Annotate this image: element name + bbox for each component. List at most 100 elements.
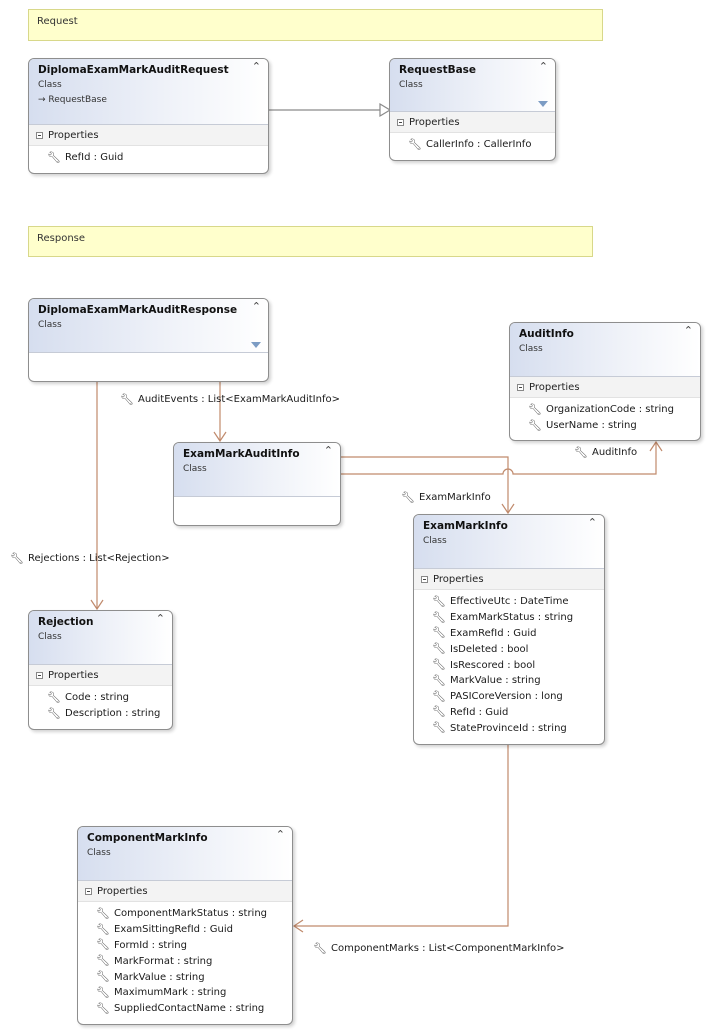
minus-box-icon[interactable] <box>85 887 92 895</box>
note-request[interactable]: Request <box>28 9 603 41</box>
property-row[interactable]: 🔧︎ ComponentMarkStatus : string <box>96 906 292 922</box>
property-text: SuppliedContactName : string <box>114 1003 265 1015</box>
properties-list: 🔧︎ RefId : Guid <box>29 146 268 170</box>
property-row[interactable]: 🔧︎ StateProvinceId : string <box>432 720 604 736</box>
chevron-up-icon[interactable]: ⌃ <box>275 828 285 841</box>
property-row[interactable]: 🔧︎CallerInfo : CallerInfo <box>408 137 555 153</box>
class-kind: Class <box>38 320 62 330</box>
wrench-icon: 🔧︎ <box>432 721 446 735</box>
class-diploma-exam-mark-audit-response[interactable]: DiplomaExamMarkAuditResponse Class ⌃ <box>28 298 269 382</box>
note-response[interactable]: Response <box>28 226 593 257</box>
class-request-base[interactable]: RequestBase Class ⌃ Properties 🔧︎CallerI… <box>389 58 556 161</box>
property-row[interactable]: 🔧︎ FormId : string <box>96 938 292 954</box>
class-header: ComponentMarkInfo Class ⌃ <box>78 827 292 881</box>
base-class: → RequestBase <box>38 95 107 105</box>
filter-icon[interactable] <box>538 101 548 107</box>
properties-list: 🔧︎ Code : string 🔧︎Description : string <box>29 686 172 726</box>
property-row[interactable]: 🔧︎ExamMarkStatus : string <box>432 610 604 626</box>
filter-icon[interactable] <box>251 342 261 348</box>
property-row[interactable]: 🔧︎PASICoreVersion : long <box>432 689 604 705</box>
wrench-icon: 🔧︎ <box>432 610 446 624</box>
component-marks-line <box>294 745 509 927</box>
chevron-up-icon[interactable]: ⌃ <box>683 324 693 337</box>
wrench-icon: 🔧︎ <box>47 690 61 704</box>
class-exam-mark-audit-info[interactable]: ExamMarkAuditInfo Class ⌃ <box>173 442 341 526</box>
property-row[interactable]: 🔧︎OrganizationCode : string <box>528 402 700 418</box>
properties-section-header[interactable]: Properties <box>29 665 172 686</box>
property-row[interactable]: 🔧︎Description : string <box>47 706 172 722</box>
property-text: OrganizationCode : string <box>546 404 674 416</box>
property-text: ComponentMarkStatus : string <box>114 908 268 920</box>
property-text: RefId : Guid <box>65 152 124 164</box>
properties-section-header[interactable]: Properties <box>29 125 268 146</box>
class-kind: Class <box>183 464 207 474</box>
property-row[interactable]: 🔧︎EffectiveUtc : DateTime <box>432 594 604 610</box>
wrench-icon: 🔧︎ <box>96 970 110 984</box>
wrench-icon: 🔧︎ <box>96 954 110 968</box>
class-exam-mark-info[interactable]: ExamMarkInfo Class ⌃ Properties 🔧︎Effect… <box>413 514 605 745</box>
audit-info-arrow <box>649 440 663 452</box>
wrench-icon: 🔧︎ <box>96 938 110 952</box>
note-request-text: Request <box>37 16 78 27</box>
property-row[interactable]: 🔧︎RefId : Guid <box>432 705 604 721</box>
chevron-up-icon[interactable]: ⌃ <box>155 612 165 625</box>
property-text: FormId : string <box>114 939 187 951</box>
class-kind: Class <box>38 80 62 90</box>
wrench-icon: 🔧︎ <box>47 150 61 164</box>
minus-box-icon[interactable] <box>397 118 404 126</box>
properties-section-header[interactable]: Properties <box>414 569 604 590</box>
wrench-icon: 🔧︎ <box>96 906 110 920</box>
class-kind: Class <box>399 80 423 90</box>
property-row[interactable]: 🔧︎ExamRefId : Guid <box>432 626 604 642</box>
class-rejection[interactable]: Rejection Class ⌃ Properties 🔧︎ Code : st… <box>28 610 173 730</box>
association-label-rejections[interactable]: 🔧︎ Rejections : List<Rejection> <box>10 551 170 565</box>
property-text: StateProvinceId : string <box>450 722 567 734</box>
properties-section-header[interactable]: Properties <box>510 377 700 398</box>
minus-box-icon[interactable] <box>36 131 43 139</box>
chevron-up-icon[interactable]: ⌃ <box>251 300 261 313</box>
property-row[interactable]: 🔧︎UserName : string <box>528 418 700 434</box>
properties-label: Properties <box>409 116 460 128</box>
property-row[interactable]: 🔧︎IsDeleted : bool <box>432 641 604 657</box>
association-label-exam-mark-info[interactable]: 🔧︎ ExamMarkInfo <box>401 492 491 504</box>
chevron-up-icon[interactable]: ⌃ <box>323 444 333 457</box>
class-kind: Class <box>38 632 62 642</box>
property-row[interactable]: 🔧︎ RefId : Guid <box>47 150 268 166</box>
property-row[interactable]: 🔧︎ Code : string <box>47 690 172 706</box>
association-label-audit-info[interactable]: 🔧︎ AuditInfo <box>574 445 637 459</box>
class-diploma-exam-mark-audit-request[interactable]: DiplomaExamMarkAuditRequest Class → Requ… <box>28 58 269 174</box>
property-text: ExamRefId : Guid <box>450 627 537 639</box>
properties-label: Properties <box>97 885 148 897</box>
chevron-up-icon[interactable]: ⌃ <box>587 516 597 529</box>
wrench-icon: 🔧︎ <box>313 941 327 955</box>
minus-box-icon[interactable] <box>517 383 524 391</box>
properties-label: Properties <box>48 669 99 681</box>
class-component-mark-info[interactable]: ComponentMarkInfo Class ⌃ Properties 🔧︎ C… <box>77 826 293 1025</box>
class-header: Rejection Class ⌃ <box>29 611 172 665</box>
wrench-icon: 🔧︎ <box>574 445 588 459</box>
chevron-up-icon[interactable]: ⌃ <box>251 60 261 73</box>
minus-box-icon[interactable] <box>36 671 43 679</box>
property-row[interactable]: 🔧︎MarkValue : string <box>432 673 604 689</box>
minus-box-icon[interactable] <box>421 575 428 583</box>
property-row[interactable]: 🔧︎MarkFormat : string <box>96 953 292 969</box>
exam-mark-info-arrow <box>501 503 515 515</box>
property-text: PASICoreVersion : long <box>450 691 563 703</box>
class-name: DiplomaExamMarkAuditResponse <box>38 304 238 316</box>
wrench-icon: 🔧︎ <box>96 985 110 999</box>
property-row[interactable]: 🔧︎ExamSittingRefId : Guid <box>96 922 292 938</box>
class-audit-info[interactable]: AuditInfo Class ⌃ Properties 🔧︎Organizat… <box>509 322 701 441</box>
property-row[interactable]: 🔧︎MaximumMark : string <box>96 985 292 1001</box>
association-label-component-marks[interactable]: 🔧︎ ComponentMarks : List<ComponentMarkIn… <box>313 941 565 955</box>
chevron-up-icon[interactable]: ⌃ <box>538 60 548 73</box>
properties-section-header[interactable]: Properties <box>78 881 292 902</box>
properties-section-header[interactable]: Properties <box>390 112 555 133</box>
class-header: ExamMarkAuditInfo Class ⌃ <box>174 443 340 497</box>
property-text: Code : string <box>65 692 130 704</box>
properties-list: 🔧︎OrganizationCode : string 🔧︎UserName :… <box>510 398 700 438</box>
property-row[interactable]: 🔧︎IsRescored : bool <box>432 657 604 673</box>
wrench-icon: 🔧︎ <box>10 551 24 565</box>
property-row[interactable]: 🔧︎SuppliedContactName : string <box>96 1001 292 1017</box>
property-row[interactable]: 🔧︎MarkValue : string <box>96 969 292 985</box>
association-label-audit-events[interactable]: 🔧︎ AuditEvents : List<ExamMarkAuditInfo> <box>120 394 340 406</box>
